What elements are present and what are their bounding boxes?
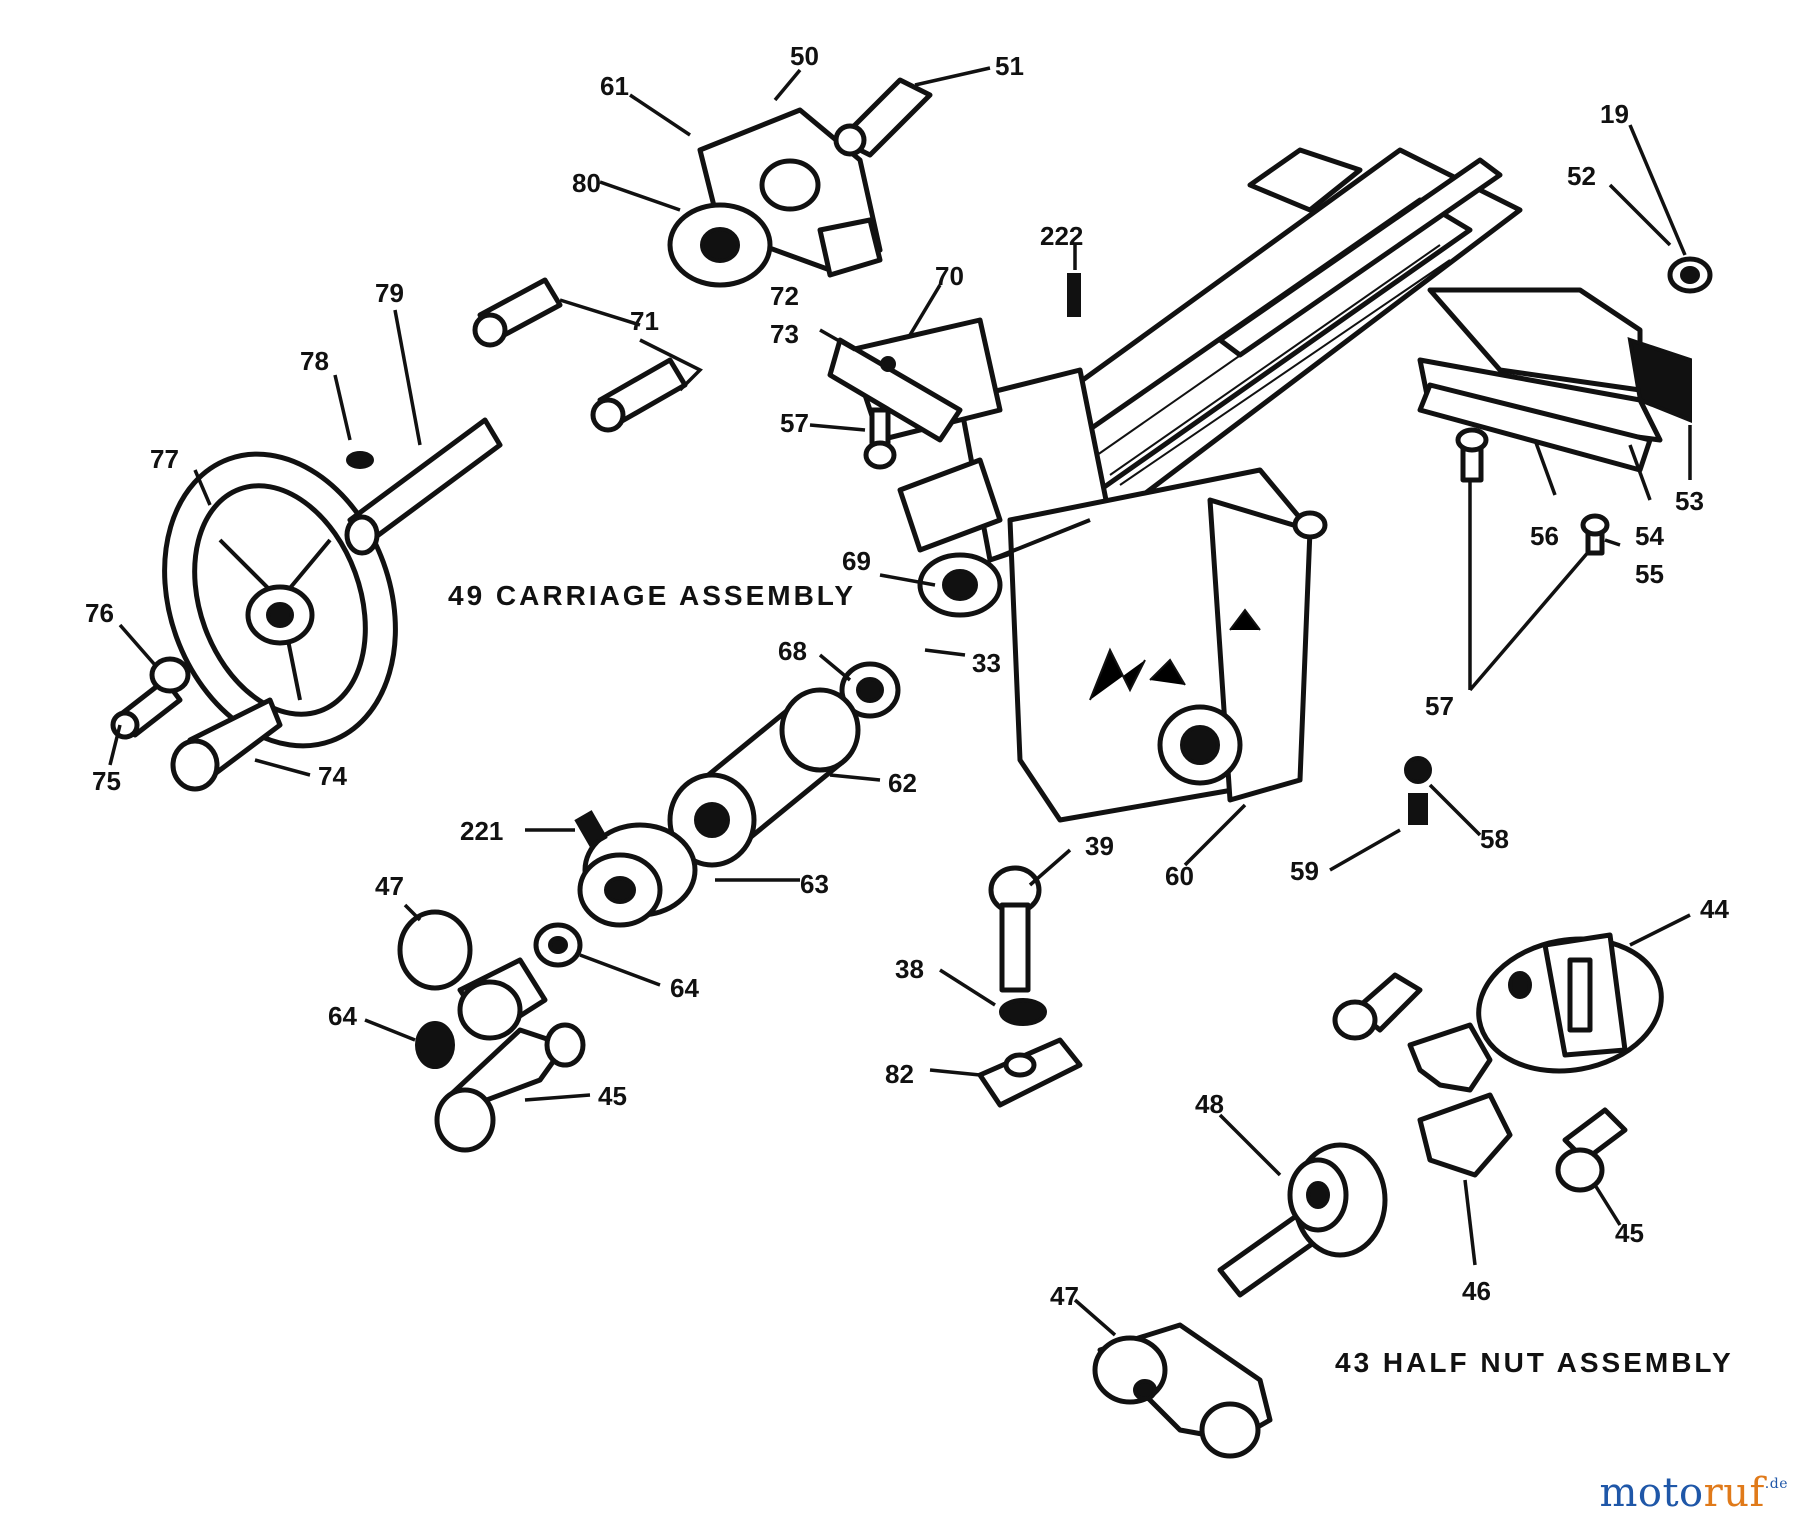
callout-62: 62 (888, 768, 917, 798)
callout-59: 59 (1290, 856, 1319, 886)
bolt-39 (988, 865, 1042, 993)
callout-56: 56 (1530, 521, 1559, 551)
callout-33: 33 (972, 648, 1001, 678)
callout-47-right: 47 (1050, 1281, 1079, 1311)
callout-78: 78 (300, 346, 329, 376)
half-nut-46 (1407, 1022, 1513, 1178)
lever-47 (1092, 1322, 1273, 1459)
callout-72: 72 (770, 281, 799, 311)
callout-61: 61 (600, 71, 629, 101)
collar-68 (839, 661, 901, 719)
gib-block-70 (827, 337, 963, 443)
callout-73: 73 (770, 319, 799, 349)
callout-57-lower: 57 (1425, 691, 1454, 721)
callout-80: 80 (572, 168, 601, 198)
screw-75-76 (110, 656, 191, 740)
callout-57-upper: 57 (780, 408, 809, 438)
callout-60: 60 (1165, 861, 1194, 891)
clamp-82 (977, 1037, 1083, 1108)
pin-221 (574, 810, 608, 848)
cap-19 (1667, 256, 1713, 294)
set-screw-64 (415, 1021, 455, 1069)
handwheel-77 (162, 451, 398, 792)
callout-50: 50 (790, 41, 819, 71)
nut-64 (533, 922, 583, 968)
key-78 (346, 451, 374, 469)
callout-44: 44 (1700, 894, 1729, 924)
callout-75: 75 (92, 766, 121, 796)
callout-82: 82 (885, 1059, 914, 1089)
callout-64-right: 64 (670, 973, 699, 1003)
callout-47-left: 47 (375, 871, 404, 901)
callout-69: 69 (842, 546, 871, 576)
callout-71: 71 (630, 306, 659, 336)
callout-54: 54 (1635, 521, 1664, 551)
callout-45-right: 45 (1615, 1218, 1644, 1248)
washer-38 (999, 998, 1047, 1026)
screw-halfnut-upper (1332, 972, 1423, 1041)
callout-39: 39 (1085, 831, 1114, 861)
callout-64-left: 64 (328, 1001, 357, 1031)
cam-shaft-48 (1217, 1142, 1388, 1298)
callout-45-left: 45 (598, 1081, 627, 1111)
callout-46: 46 (1462, 1276, 1491, 1306)
screws-71 (472, 277, 688, 433)
callout-38: 38 (895, 954, 924, 984)
handle-45 (434, 1022, 586, 1153)
watermark-part1: moto (1599, 1470, 1704, 1516)
housing-44 (1476, 932, 1664, 1074)
pin-222 (1067, 273, 1081, 317)
bolts-57-lower (1455, 427, 1610, 556)
callout-19: 19 (1600, 99, 1629, 129)
callout-222: 222 (1040, 221, 1083, 251)
carriage-body (847, 147, 1692, 823)
ball-spring-58-59 (1404, 756, 1432, 825)
callout-63: 63 (800, 869, 829, 899)
bolt-57-upper (863, 407, 897, 470)
knob-47 (397, 909, 548, 1041)
callout-68: 68 (778, 636, 807, 666)
callout-58: 58 (1480, 824, 1509, 854)
watermark-logo: motoruf.de (1599, 1470, 1788, 1516)
watermark-suffix: .de (1764, 1476, 1788, 1492)
screw-45-halfnut (1555, 1107, 1628, 1193)
callout-48: 48 (1195, 1089, 1224, 1119)
callout-52: 52 (1567, 161, 1596, 191)
hub-63 (577, 822, 698, 928)
callout-arrows (108, 66, 1692, 1337)
callout-labels: 61 50 51 80 19 52 222 70 72 73 71 57 79 … (85, 41, 1734, 1378)
shaft-79 (344, 417, 503, 556)
callout-77: 77 (150, 444, 179, 474)
callout-79: 79 (375, 278, 404, 308)
callout-74: 74 (318, 761, 347, 791)
compound-rest-group (667, 77, 933, 288)
callout-55: 55 (1635, 559, 1664, 589)
half-nut-assembly-title: 43 HALF NUT ASSEMBLY (1335, 1347, 1734, 1378)
watermark-part2: ruf (1703, 1470, 1765, 1516)
callout-70: 70 (935, 261, 964, 291)
callout-51: 51 (995, 51, 1024, 81)
callout-53: 53 (1675, 486, 1704, 516)
sleeve-62 (667, 687, 861, 868)
carriage-assembly-title: 49 CARRIAGE ASSEMBLY (448, 580, 856, 611)
callout-76: 76 (85, 598, 114, 628)
callout-221: 221 (460, 816, 503, 846)
